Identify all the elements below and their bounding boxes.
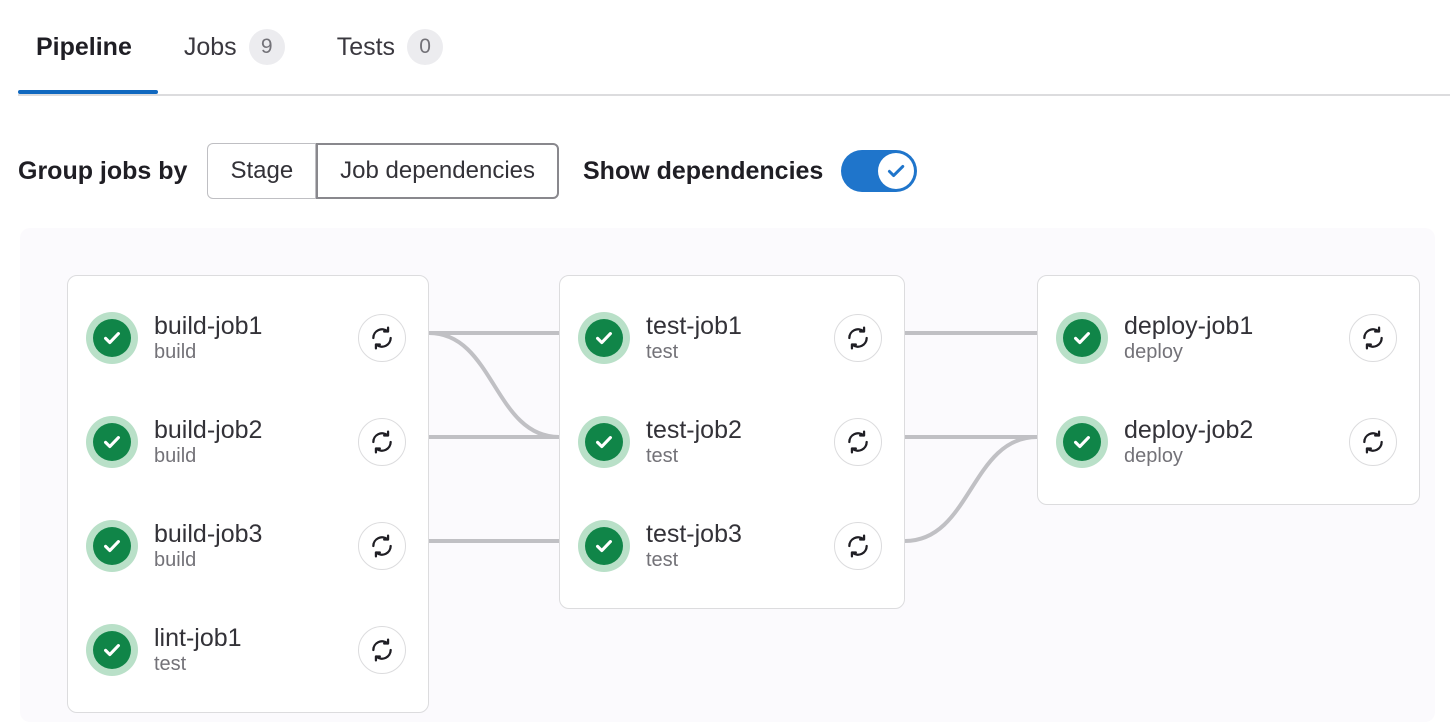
retry-glyph <box>848 326 868 350</box>
retry-icon[interactable] <box>358 418 406 466</box>
tab-pipeline[interactable]: Pipeline <box>18 0 158 94</box>
job-stage: test <box>154 652 187 675</box>
job-name: build-job3 <box>154 519 263 548</box>
tab-jobs-label: Jobs <box>183 32 237 61</box>
retry-icon[interactable] <box>1349 418 1397 466</box>
success-check-icon <box>86 312 138 364</box>
success-check-icon <box>86 416 138 468</box>
connector-build-job1-test-job2 <box>428 331 560 439</box>
retry-icon[interactable] <box>358 626 406 674</box>
tab-tests[interactable]: Tests 0 <box>311 0 469 94</box>
retry-icon[interactable] <box>358 522 406 570</box>
retry-glyph <box>1363 326 1383 350</box>
tab-jobs-badge: 9 <box>248 29 285 65</box>
job-card-deploy-job1[interactable]: deploy-job1 deploy <box>1038 286 1419 390</box>
job-stage: test <box>646 444 679 467</box>
job-card-lint-job1[interactable]: lint-job1 test <box>68 598 428 702</box>
deploy-column: deploy-job1 deploy <box>1037 275 1420 505</box>
group-by-job-dependencies-button[interactable]: Job dependencies <box>316 143 559 199</box>
show-dependencies-label: Show dependencies <box>583 156 824 185</box>
group-jobs-by-segmented-control[interactable]: Stage Job dependencies <box>207 143 559 199</box>
check-glyph <box>596 436 612 449</box>
job-card-build-job1[interactable]: build-job1 build <box>68 286 428 390</box>
tab-bar-divider <box>18 94 1450 96</box>
group-jobs-by-label: Group jobs by <box>18 156 188 185</box>
job-name: test-job3 <box>646 519 742 548</box>
success-check-icon <box>578 416 630 468</box>
job-name: build-job1 <box>154 311 263 340</box>
retry-icon[interactable] <box>834 522 882 570</box>
build-column: build-job1 build <box>67 275 429 713</box>
pipeline-tab-bar: Pipeline Jobs 9 Tests 0 <box>0 0 1450 98</box>
pipeline-graph-container: build-job1 build <box>20 228 1435 722</box>
tab-tests-badge: 0 <box>407 29 444 65</box>
success-check-icon <box>1056 312 1108 364</box>
job-stage: build <box>154 340 197 363</box>
check-glyph <box>104 332 120 345</box>
job-name: test-job1 <box>646 311 742 340</box>
active-tab-indicator <box>18 90 158 94</box>
retry-glyph <box>372 430 392 454</box>
check-glyph <box>104 540 120 553</box>
tab-pipeline-label: Pipeline <box>36 32 132 61</box>
job-name: deploy-job1 <box>1124 311 1254 340</box>
job-stage: build <box>154 548 197 571</box>
check-glyph <box>104 644 120 657</box>
retry-glyph <box>372 638 392 662</box>
retry-glyph <box>848 534 868 558</box>
job-name: deploy-job2 <box>1124 415 1254 444</box>
job-card-deploy-job2[interactable]: deploy-job2 deploy <box>1038 390 1419 494</box>
tab-tests-label: Tests <box>336 32 396 61</box>
success-check-icon <box>578 312 630 364</box>
retry-glyph <box>372 326 392 350</box>
show-dependencies-toggle[interactable] <box>841 150 918 192</box>
check-icon <box>888 164 905 178</box>
job-stage: deploy <box>1124 340 1183 363</box>
job-card-build-job2[interactable]: build-job2 build <box>68 390 428 494</box>
success-check-icon <box>86 520 138 572</box>
tab-jobs[interactable]: Jobs 9 <box>158 0 311 94</box>
retry-icon[interactable] <box>1349 314 1397 362</box>
retry-glyph <box>372 534 392 558</box>
check-glyph <box>1074 436 1090 449</box>
group-by-stage-button[interactable]: Stage <box>207 143 317 199</box>
success-check-icon <box>578 520 630 572</box>
check-glyph <box>1074 332 1090 345</box>
job-card-test-job1[interactable]: test-job1 test <box>560 286 904 390</box>
retry-icon[interactable] <box>834 314 882 362</box>
retry-icon[interactable] <box>834 418 882 466</box>
retry-icon[interactable] <box>358 314 406 362</box>
connector-test-job3-deploy-job2 <box>904 435 1038 543</box>
test-column: test-job1 test <box>559 275 905 609</box>
job-card-build-job3[interactable]: build-job3 build <box>68 494 428 598</box>
job-card-test-job3[interactable]: test-job3 test <box>560 494 904 598</box>
job-stage: test <box>646 548 679 571</box>
success-check-icon <box>86 624 138 676</box>
retry-glyph <box>848 430 868 454</box>
job-stage: deploy <box>1124 444 1183 467</box>
job-stage: build <box>154 444 197 467</box>
job-card-test-job2[interactable]: test-job2 test <box>560 390 904 494</box>
check-glyph <box>104 436 120 449</box>
job-name: build-job2 <box>154 415 263 444</box>
check-glyph <box>596 540 612 553</box>
job-stage: test <box>646 340 679 363</box>
success-check-icon <box>1056 416 1108 468</box>
retry-glyph <box>1363 430 1383 454</box>
check-glyph <box>596 332 612 345</box>
job-name: test-job2 <box>646 415 742 444</box>
pipeline-controls: Group jobs by Stage Job dependencies Sho… <box>0 140 918 202</box>
job-name: lint-job1 <box>154 623 242 652</box>
toggle-knob <box>878 153 915 189</box>
